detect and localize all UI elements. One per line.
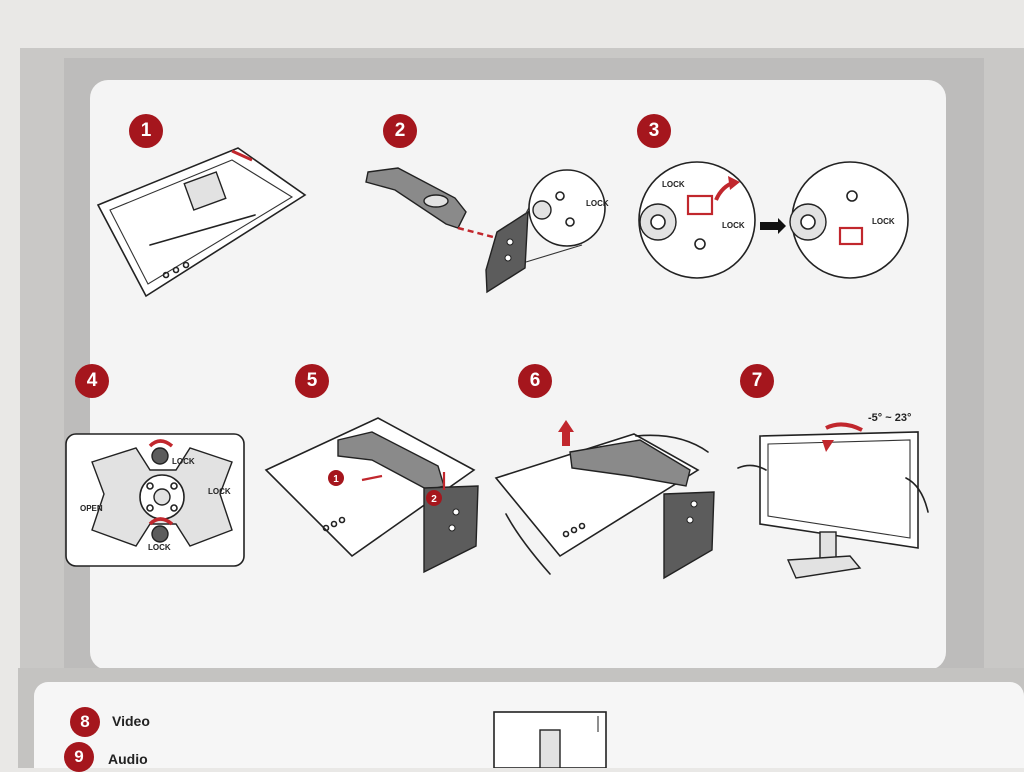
- step-badge-8: 8: [70, 707, 100, 737]
- audio-label: Audio: [108, 751, 148, 767]
- step6-lift-illustration: [494, 420, 715, 580]
- video-label: Video: [112, 713, 150, 729]
- step-badge-7: 7: [740, 364, 774, 398]
- step5-callout-1: 1: [328, 470, 344, 486]
- step1-monitor-back-illustration: [96, 147, 307, 298]
- step4-base-illustration: LOCK LOCK LOCK OPEN: [65, 433, 245, 567]
- step5-callout-2: 2: [426, 490, 442, 506]
- step5-callout-1-text: 1: [333, 474, 339, 485]
- step4-lock-text-a: LOCK: [172, 457, 195, 466]
- step5-callout-2-text: 2: [431, 494, 437, 505]
- step3-lock-illustration: LOCK LOCK LOCK: [638, 161, 909, 279]
- step3-lock-text-a: LOCK: [722, 221, 745, 230]
- step3-lock-text-c: LOCK: [872, 217, 895, 226]
- stand-preview-illustration: [493, 711, 607, 768]
- step-badge-2: 2: [383, 114, 417, 148]
- step2-lock-text: LOCK: [586, 199, 609, 208]
- step-badge-5: 5: [295, 364, 329, 398]
- step2-stand-illustration: LOCK: [365, 167, 609, 294]
- step-badge-6: 6: [518, 364, 552, 398]
- step7-tilt-illustration: [737, 422, 929, 579]
- tilt-range-label: -5° ~ 23°: [868, 412, 912, 424]
- step3-lock-text-b: LOCK: [662, 180, 685, 189]
- step4-open-text: OPEN: [80, 504, 103, 513]
- step4-lock-text-c: LOCK: [148, 543, 171, 552]
- step-badge-9: 9: [64, 742, 94, 772]
- step4-lock-text-b: LOCK: [208, 487, 231, 496]
- step-badge-3: 3: [637, 114, 671, 148]
- step-badge-1: 1: [129, 114, 163, 148]
- step5-attach-illustration: [264, 417, 479, 574]
- step-badge-4: 4: [75, 364, 109, 398]
